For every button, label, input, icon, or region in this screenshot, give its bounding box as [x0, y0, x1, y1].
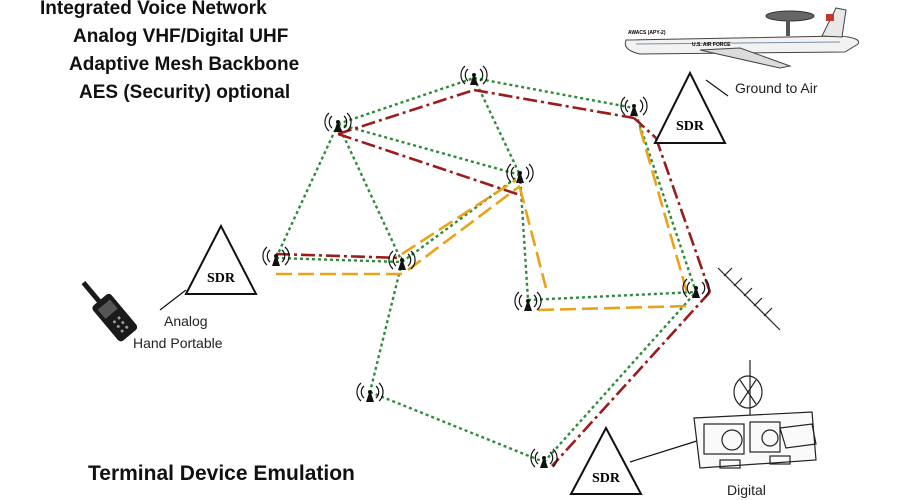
label-analog: Analog — [164, 313, 208, 329]
link-g5 — [274, 123, 340, 259]
connector-bottom — [629, 439, 701, 463]
link-r2 — [473, 88, 635, 120]
sdr-bottom-label: SDR — [592, 471, 621, 486]
aircraft-marking: U.S. AIR FORCE — [692, 42, 731, 48]
link-r6 — [654, 137, 712, 293]
sdr-left-label: SDR — [207, 271, 236, 286]
label-hand-portable: Hand Portable — [133, 335, 223, 351]
link-r3 — [337, 132, 521, 197]
link-g10 — [527, 290, 697, 302]
header-line-2: Analog VHF/Digital UHF — [73, 26, 289, 47]
ground-terminal-icon — [693, 267, 817, 469]
label-digital: Digital — [727, 482, 766, 498]
link-r7 — [551, 291, 711, 467]
connector-left — [159, 289, 187, 311]
orange-links — [276, 127, 691, 312]
link-r4 — [275, 252, 403, 260]
header-line-3: Adaptive Mesh Backbone — [69, 54, 300, 75]
red-links — [275, 88, 712, 467]
link-o5 — [537, 304, 691, 312]
radio-tower-icon — [620, 96, 648, 117]
footer-title: Terminal Device Emulation — [88, 462, 355, 485]
link-g14 — [543, 291, 697, 463]
link-o3 — [401, 178, 517, 256]
link-o4 — [518, 187, 548, 289]
header-line-4: AES (Security) optional — [79, 82, 291, 103]
sdr-top: SDR — [653, 70, 727, 144]
link-g12 — [368, 261, 404, 393]
link-o2 — [407, 184, 521, 272]
header-line-1: Integrated Voice Network — [40, 0, 267, 19]
link-g6 — [336, 123, 404, 263]
link-r1 — [337, 88, 475, 136]
aircraft-name: AWACS (APY-2) — [628, 30, 666, 36]
sdr-top-label: SDR — [676, 119, 705, 134]
radio-tower-icon — [506, 163, 534, 184]
link-g1 — [337, 76, 475, 126]
sdr-bottom: SDR — [569, 425, 643, 495]
link-g3 — [472, 77, 522, 176]
radio-tower-icon — [324, 112, 352, 133]
link-g13 — [369, 390, 545, 464]
connector-top — [705, 79, 729, 97]
sdr-left: SDR — [184, 223, 258, 295]
radio-tower-icon — [356, 382, 384, 403]
handheld-radio-icon — [81, 280, 138, 342]
link-o6 — [638, 127, 690, 297]
aircraft-icon: U.S. AIR FORCE AWACS (APY-2) — [624, 7, 860, 69]
label-ground-to-air: Ground to Air — [735, 80, 818, 96]
link-g4 — [337, 122, 521, 177]
link-r5 — [633, 117, 657, 139]
radio-tower-icon — [262, 246, 290, 267]
